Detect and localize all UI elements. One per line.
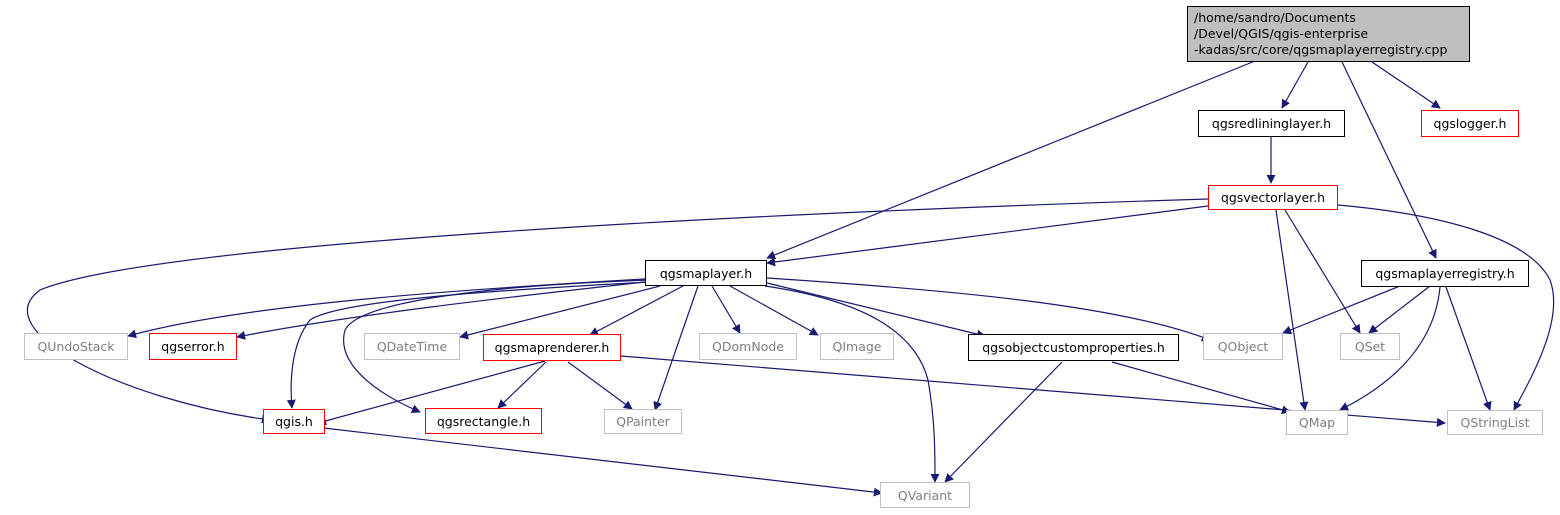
root-file-path-line-3: -kadas/src/core/qgsmaplayerregistry.cpp bbox=[1194, 42, 1448, 57]
node-QSet: QSet bbox=[1340, 333, 1400, 360]
node-qgsobjectcustomproperties[interactable]: qgsobjectcustomproperties.h bbox=[968, 334, 1179, 361]
edge-qgsmaplayer-to-QDomNode bbox=[711, 285, 741, 334]
edge-qgsmaplayer-to-QImage bbox=[729, 285, 819, 336]
edge-qgsmaplayer-to-qgsrectangle bbox=[343, 279, 651, 413]
edge-qgsmaprenderer-to-qgis bbox=[317, 360, 546, 426]
node-qgslogger[interactable]: qgslogger.h bbox=[1421, 110, 1519, 137]
root-file-node: /home/sandro/Documents /Devel/QGIS/qgis-… bbox=[1187, 6, 1470, 62]
node-QImage: QImage bbox=[820, 333, 894, 360]
edge-qgsmaplayer-to-QPainter bbox=[653, 285, 699, 411]
node-qgsredlininglayer[interactable]: qgsredlininglayer.h bbox=[1198, 110, 1345, 137]
edge-root-to-qgsmaplayerregistry bbox=[1341, 61, 1437, 259]
node-QDomNode: QDomNode bbox=[699, 333, 797, 360]
edge-qgis-to-QVariant bbox=[314, 426, 883, 497]
edge-qgsvectorlayer-to-qgis bbox=[26, 198, 1209, 424]
node-qgsvectorlayer[interactable]: qgsvectorlayer.h bbox=[1208, 185, 1338, 210]
edge-qgsmaplayer-to-QVariant bbox=[764, 285, 940, 483]
edge-qgsvectorlayer-to-qgsmaplayer bbox=[766, 205, 1209, 267]
edge-qgsvectorlayer-to-QSet bbox=[1284, 209, 1361, 334]
edge-qgsvectorlayer-to-QStringList bbox=[1337, 204, 1555, 411]
edge-qgsmaprenderer-to-qgsrectangle bbox=[497, 361, 547, 409]
edge-qgsmaplayer-to-qgserror bbox=[236, 281, 646, 340]
edge-qgsvectorlayer-to-QMap bbox=[1275, 209, 1309, 411]
node-QVariant: QVariant bbox=[880, 482, 970, 508]
edge-root-to-qgsredlininglayer bbox=[1281, 61, 1309, 109]
root-file-path-line-2: /Devel/QGIS/qgis-enterprise bbox=[1194, 26, 1369, 41]
edge-qgsmaplayerregistry-to-QMap bbox=[1339, 286, 1441, 411]
node-qgsmaprenderer[interactable]: qgsmaprenderer.h bbox=[483, 334, 621, 361]
node-qgis[interactable]: qgis.h bbox=[263, 409, 325, 434]
edge-qgsmaplayer-to-qgsmaprenderer bbox=[589, 285, 684, 336]
node-qgsmaplayer[interactable]: qgsmaplayer.h bbox=[645, 260, 767, 286]
node-qgserror[interactable]: qgserror.h bbox=[149, 333, 237, 360]
edge-qgsmaplayer-to-qgis bbox=[286, 281, 651, 409]
edge-qgsmaplayer-to-QObject bbox=[766, 277, 1211, 342]
edge-root-to-qgslogger bbox=[1371, 61, 1441, 109]
edge-qgsmaplayer-to-qgsobjectcustomproperties bbox=[766, 282, 986, 339]
node-QMap: QMap bbox=[1286, 410, 1348, 435]
node-QStringList: QStringList bbox=[1447, 410, 1543, 435]
root-file-path-line-1: /home/sandro/Documents bbox=[1194, 10, 1356, 25]
edge-qgsmaplayerregistry-to-QStringList bbox=[1445, 286, 1492, 411]
edge-qgsmaplayerregistry-to-QObject bbox=[1282, 285, 1401, 335]
edge-root-to-qgsmaplayer bbox=[766, 60, 1256, 260]
edge-qgsobjectcustomproperties-to-QMap bbox=[1111, 361, 1291, 415]
node-QUndoStack: QUndoStack bbox=[24, 333, 128, 360]
edge-qgsmaplayerregistry-to-QSet bbox=[1368, 285, 1431, 334]
node-QObject: QObject bbox=[1203, 333, 1283, 360]
edge-qgsmaplayer-to-QDateTime bbox=[459, 285, 661, 340]
node-QPainter: QPainter bbox=[604, 409, 682, 434]
edge-qgsobjectcustomproperties-to-QVariant bbox=[944, 361, 1063, 483]
node-qgsrectangle[interactable]: qgsrectangle.h bbox=[425, 408, 542, 434]
node-qgsmaplayerregistry[interactable]: qgsmaplayerregistry.h bbox=[1361, 260, 1529, 287]
node-QDateTime: QDateTime bbox=[364, 333, 460, 360]
edge-qgsmaprenderer-to-QPainter bbox=[567, 361, 633, 410]
